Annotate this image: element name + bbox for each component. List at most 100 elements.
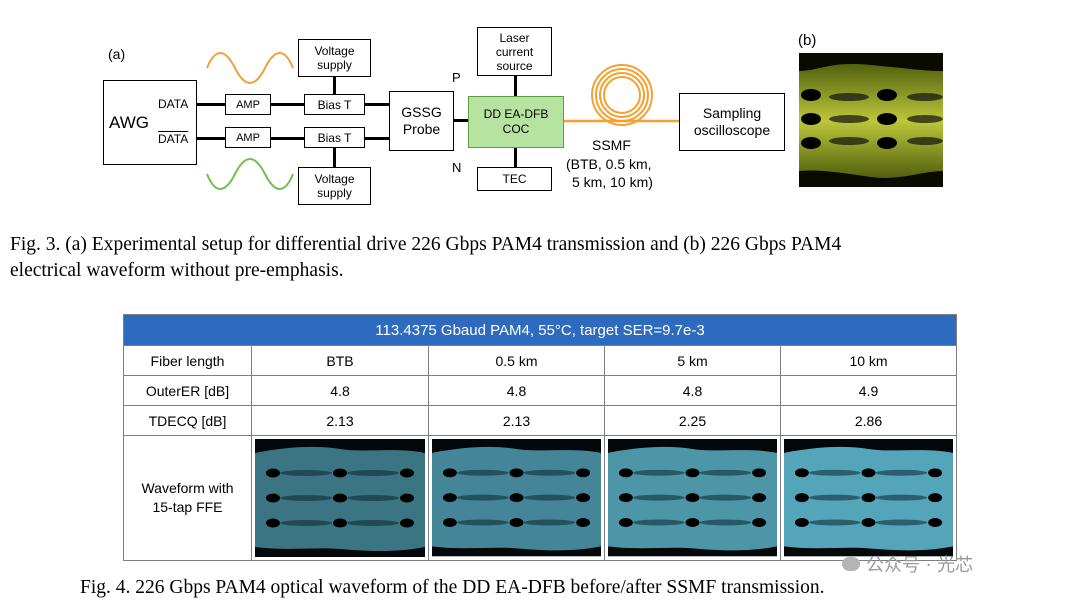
eye-opening: [333, 468, 347, 478]
eye-opening: [618, 518, 633, 528]
bias-t-top: Bias T: [304, 94, 365, 115]
orange-sine-wave: [206, 52, 294, 84]
row-label-tdecq: TDECQ [dB]: [123, 405, 252, 436]
fig4-caption: Fig. 4. 226 Gbps PAM4 optical waveform o…: [80, 577, 825, 598]
voltage-supply-bottom: Voltage supply: [298, 167, 371, 205]
amp-box-top: AMP: [225, 94, 271, 115]
table-row: TDECQ [dB] 2.13 2.13 2.25 2.86: [123, 405, 958, 436]
cell: 2.13: [428, 405, 605, 436]
sampling-oscilloscope-box: Sampling oscilloscope: [679, 93, 785, 151]
eye-opening: [576, 468, 591, 478]
awg-label: AWG: [109, 112, 149, 132]
sampling-oscilloscope-label: Sampling oscilloscope: [693, 105, 771, 138]
eye-opening: [442, 493, 457, 503]
n-label: N: [452, 160, 462, 175]
cell: 5 km: [604, 345, 781, 376]
ssmf-fiber-coil: [564, 64, 680, 126]
eye-opening: [794, 468, 809, 478]
optical-eye-btb: [255, 439, 425, 557]
cell: 2.13: [251, 405, 429, 436]
eye-opening: [509, 493, 524, 503]
table-row: OuterER [dB] 4.8 4.8 4.8 4.9: [123, 375, 958, 406]
eye-opening: [794, 518, 809, 528]
tec-label: TEC: [502, 172, 527, 186]
gssg-probe-label: GSSG Probe: [401, 104, 442, 137]
cell: 0.5 km: [428, 345, 605, 376]
eye-opening: [618, 468, 633, 478]
cell: 2.25: [604, 405, 781, 436]
p-label: P: [452, 70, 461, 85]
bias-t-label-top: Bias T: [317, 97, 352, 112]
ssmf-detail-2: 5 km, 10 km): [572, 174, 653, 190]
cell: 4.8: [428, 375, 605, 406]
results-table: 113.4375 Gbaud PAM4, 55°C, target SER=9.…: [122, 314, 958, 561]
voltage-supply-label-bottom: Voltage supply: [314, 172, 355, 200]
eye-cell-0-5km: [428, 435, 605, 561]
gssg-probe-box: GSSG Probe: [389, 91, 454, 151]
fig3-caption-line1: Fig. 3. (a) Experimental setup for diffe…: [10, 234, 842, 255]
cell: 4.8: [251, 375, 429, 406]
panel-label-a: (a): [108, 46, 126, 62]
data-bar-label: DATA: [158, 132, 189, 146]
voltage-supply-top: Voltage supply: [298, 39, 371, 77]
eye-opening: [400, 468, 414, 478]
eye-opening: [333, 493, 347, 503]
eye-opening: [400, 518, 414, 528]
eye-opening: [861, 493, 876, 503]
eye-opening: [618, 493, 633, 503]
optical-eye-10km: [784, 439, 954, 557]
laser-current-source-box: Laser current source: [477, 27, 552, 76]
ssmf-label: SSMF: [592, 137, 631, 153]
waveform-label-line2: 15-tap FFE: [152, 499, 223, 515]
dut-label: DD EA-DFB COC: [483, 107, 549, 136]
eye-opening: [928, 518, 943, 528]
watermark: 公众号 · 光芯: [842, 551, 973, 577]
eye-opening: [266, 518, 280, 528]
optical-eye-0-5km: [432, 439, 601, 557]
eye-cell-5km: [604, 435, 781, 561]
eye-opening: [509, 518, 524, 528]
data-label: DATA: [158, 97, 189, 111]
eye-opening: [685, 468, 700, 478]
amp-label-top: AMP: [236, 98, 260, 111]
table-row-waveform: Waveform with 15-tap FFE: [123, 435, 958, 561]
eye-opening: [685, 493, 700, 503]
eye-opening: [928, 493, 943, 503]
eye-opening: [576, 518, 591, 528]
cell: 10 km: [779, 345, 958, 376]
eye-opening: [685, 518, 700, 528]
bias-t-label-bottom: Bias T: [317, 130, 352, 145]
eye-opening: [266, 493, 280, 503]
eye-opening: [752, 518, 767, 528]
eye-opening: [752, 493, 767, 503]
watermark-text: 公众号 · 光芯: [866, 555, 974, 576]
eye-opening: [576, 493, 591, 503]
eye-opening: [442, 468, 457, 478]
fig3-caption-line2: electrical waveform without pre-emphasis…: [10, 260, 344, 281]
tec-box: TEC: [477, 167, 552, 191]
row-label-waveform: Waveform with 15-tap FFE: [123, 435, 252, 561]
electrical-eye-diagram: [799, 53, 943, 187]
eye-opening: [794, 493, 809, 503]
dut-box: DD EA-DFB COC: [468, 96, 564, 148]
cell: 4.9: [779, 375, 958, 406]
eye-opening: [861, 518, 876, 528]
voltage-supply-label-top: Voltage supply: [314, 44, 355, 72]
amp-label-bottom: AMP: [236, 131, 260, 144]
eye-opening: [752, 468, 767, 478]
table-row: Fiber length BTB 0.5 km 5 km 10 km: [123, 345, 958, 376]
panel-label-b: (b): [798, 32, 817, 49]
ssmf-detail-1: (BTB, 0.5 km,: [566, 156, 652, 172]
laser-current-source-label: Laser current source: [495, 30, 534, 73]
cell: BTB: [251, 345, 429, 376]
eye-cell-10km: [779, 435, 958, 561]
eye-cell-btb: [251, 435, 429, 561]
eye-opening: [333, 518, 347, 528]
bias-t-bottom: Bias T: [304, 127, 365, 148]
amp-box-bottom: AMP: [225, 127, 271, 148]
cell: 2.86: [779, 405, 958, 436]
awg-box: AWG: [103, 80, 197, 165]
row-label-fiber-length: Fiber length: [123, 345, 252, 376]
eye-opening: [442, 518, 457, 528]
green-sine-wave: [206, 158, 294, 190]
